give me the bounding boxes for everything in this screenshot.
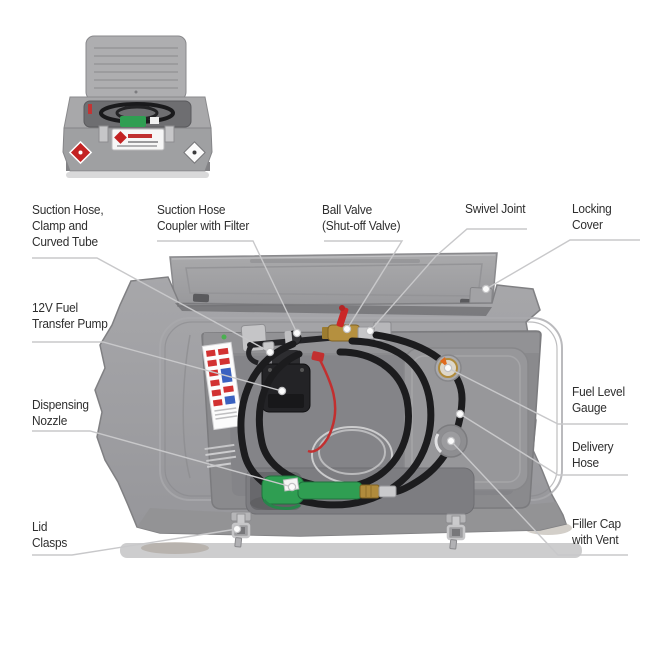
warning-sticker	[201, 341, 244, 431]
suction-hose	[237, 337, 435, 509]
product-photo	[62, 35, 213, 178]
callout-suction-hose-coupler: Suction Hose Coupler with Filter	[157, 203, 250, 233]
callout-suction-hose-clamp: Suction Hose, Clamp and Curved Tube	[32, 203, 104, 249]
lid-clasp-right	[445, 513, 467, 550]
tank-lid	[169, 252, 498, 308]
callout-swivel-joint: Swivel Joint	[465, 202, 526, 216]
photo-hazard-diamond	[68, 140, 93, 165]
spec-sticker	[204, 443, 237, 468]
callout-dispensing-nozzle: Dispensing Nozzle	[32, 398, 89, 428]
leader-lines	[32, 228, 640, 556]
callout-fuel-level-gauge: Fuel Level Gauge	[572, 385, 625, 415]
lid-clasp-left	[230, 511, 252, 548]
dispensing-nozzle	[250, 475, 397, 510]
nozzle-brass-fitting	[359, 484, 380, 499]
photo-lid	[85, 35, 187, 101]
curved-tube	[246, 343, 259, 366]
callout-filler-cap: Filler Cap with Vent	[572, 517, 621, 547]
photo-warning-diamond	[183, 141, 206, 164]
callout-ball-valve: Ball Valve (Shut-off Valve)	[322, 203, 401, 233]
indicator-dot	[221, 334, 227, 340]
valve-handle	[336, 307, 349, 328]
callout-locking-cover: Locking Cover	[572, 202, 612, 232]
callout-fuel-pump: 12V Fuel Transfer Pump	[32, 301, 108, 331]
callout-lid-clasps: Lid Clasps	[32, 520, 68, 550]
callout-delivery-hose: Delivery Hose	[572, 440, 614, 470]
